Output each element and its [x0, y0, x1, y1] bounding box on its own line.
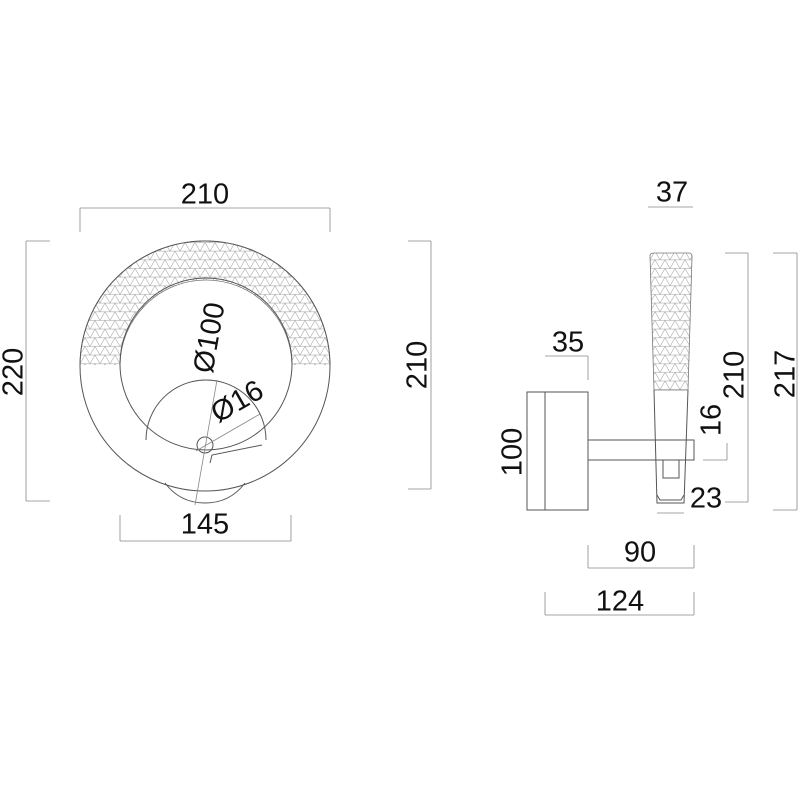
- dim-height-right: 210: [402, 341, 434, 389]
- diameter-leader: [194, 379, 218, 506]
- dim-plate-height: 100: [497, 428, 529, 476]
- dim-arm-length: 90: [624, 537, 656, 569]
- arm-joint: [662, 459, 680, 479]
- dim-base-width: 145: [181, 509, 229, 541]
- base-mount: [164, 482, 246, 504]
- dim-shade-height: 210: [719, 351, 751, 399]
- pivot-circle: [196, 436, 214, 454]
- shade-lower: [653, 389, 689, 504]
- arm: [587, 439, 695, 461]
- outer-ring: [79, 240, 331, 492]
- wall-plate: [526, 391, 589, 511]
- dim-plate-depth: 35: [552, 327, 584, 359]
- shade-tip: [656, 494, 685, 501]
- inner-ring: [119, 277, 293, 451]
- front-view: 210 220 210 Ø100 Ø16 145: [0, 179, 434, 542]
- inner-arc: [145, 379, 267, 441]
- ring-cut: [209, 444, 263, 464]
- small-diameter-leader: [195, 413, 261, 452]
- dim-total-height: 217: [770, 350, 800, 398]
- shade-hatched: [649, 252, 693, 391]
- dim-height-left: 220: [0, 348, 30, 396]
- dim-total-depth: 124: [596, 586, 644, 618]
- dim-shade-width: 37: [656, 177, 688, 209]
- side-view: 37 35 100 16 210 217 23 90 124: [497, 177, 800, 618]
- dim-diameter-large: Ø100: [188, 300, 232, 375]
- dim-diameter-small: Ø16: [206, 374, 269, 429]
- dim-width-top: 210: [181, 179, 229, 211]
- dim-shade-bottom-width: 23: [690, 483, 722, 515]
- dim-arm-height: 16: [696, 404, 728, 436]
